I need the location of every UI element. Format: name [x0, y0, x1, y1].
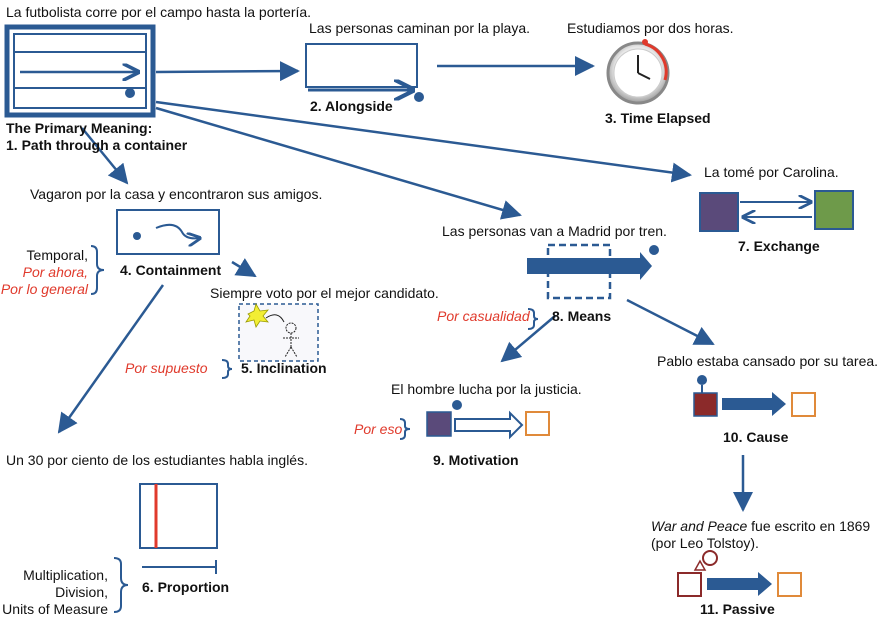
- connector-arrows: [57, 56, 753, 512]
- cause-sentence: Pablo estaba cansado por su tarea.: [657, 353, 879, 369]
- motivation-note-red: Por eso: [354, 421, 403, 437]
- primary-title: The Primary Meaning:: [6, 120, 153, 136]
- motivation-brace: [399, 418, 411, 440]
- inclination-brace: [221, 359, 233, 379]
- time-elapsed-label: 3. Time Elapsed: [605, 110, 711, 126]
- means-icon: [527, 243, 659, 300]
- proportion-label: 6. Proportion: [142, 579, 230, 595]
- exchange-sentence: La tomé por Carolina.: [704, 164, 839, 180]
- means-sentence: Las personas van a Madrid por tren.: [442, 223, 667, 239]
- alongside-icon: [305, 43, 424, 102]
- cause-label: 10. Cause: [723, 429, 789, 445]
- passive-sentence-rest: fue escrito en 1869: [747, 518, 871, 534]
- containment-icon: [116, 209, 220, 255]
- proportion-brace: [113, 557, 129, 613]
- passive-sentence-line1: War and Peace fue escrito en 1869: [651, 518, 870, 535]
- alongside-label: 2. Alongside: [310, 98, 393, 114]
- containment-brace: [90, 245, 105, 295]
- proportion-note-3: Units of Measure: [2, 601, 108, 617]
- containment-note-red-2: Por lo general: [0, 281, 88, 297]
- proportion-note-2: Division,: [55, 584, 108, 600]
- time-elapsed-sentence: Estudiamos por dos horas.: [567, 20, 734, 36]
- proportion-note-1: Multiplication,: [23, 567, 108, 583]
- motivation-sentence: El hombre lucha por la justicia.: [391, 381, 582, 397]
- exchange-label: 7. Exchange: [738, 238, 820, 254]
- motivation-icon: [426, 400, 550, 440]
- means-brace: [527, 308, 539, 330]
- top-sentence: La futbolista corre por el campo hasta l…: [6, 4, 312, 20]
- passive-icon: [677, 550, 802, 597]
- primary-subtitle: 1. Path through a container: [6, 137, 188, 153]
- inclination-label: 5. Inclination: [241, 360, 327, 376]
- containment-sentence: Vagaron por la casa y encontraron sus am…: [30, 186, 323, 202]
- exchange-icon: [699, 190, 854, 232]
- containment-note-plain: Temporal,: [26, 247, 88, 263]
- passive-label: 11. Passive: [700, 601, 775, 617]
- clock-icon: [606, 39, 670, 105]
- inclination-icon: [238, 302, 319, 362]
- containment-note-red-1: Por ahora,: [22, 264, 88, 280]
- means-label: 8. Means: [552, 308, 612, 324]
- means-note-red: Por casualidad: [437, 308, 530, 324]
- inclination-note-red: Por supuesto: [125, 360, 208, 376]
- primary-container-icon: [4, 24, 156, 118]
- proportion-icon: [139, 483, 218, 574]
- containment-label: 4. Containment: [120, 262, 222, 278]
- passive-title-italic: War and Peace: [651, 518, 748, 534]
- cause-icon: [693, 375, 816, 417]
- passive-sentence-line2: (por Leo Tolstoy).: [651, 535, 759, 551]
- alongside-sentence: Las personas caminan por la playa.: [309, 20, 531, 36]
- proportion-sentence: Un 30 por ciento de los estudiantes habl…: [6, 452, 308, 468]
- inclination-sentence: Siempre voto por el mejor candidato.: [210, 285, 439, 301]
- motivation-label: 9. Motivation: [433, 452, 519, 468]
